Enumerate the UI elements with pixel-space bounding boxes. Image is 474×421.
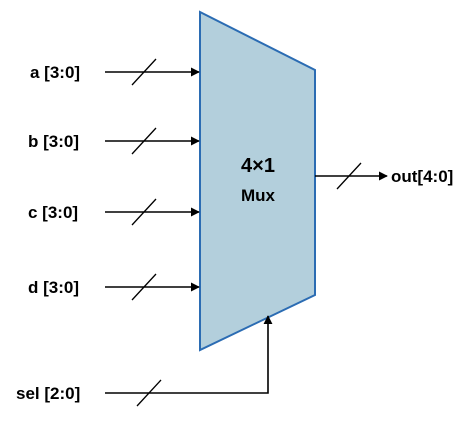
input-c-label: c [3:0] bbox=[28, 203, 78, 222]
mux-block bbox=[199, 10, 316, 352]
input-d-bus-slash bbox=[131, 273, 157, 301]
input-b-label: b [3:0] bbox=[28, 132, 79, 151]
output-label: out[4:0] bbox=[391, 167, 453, 186]
input-c: c [3:0] bbox=[28, 198, 200, 226]
input-d-label: d [3:0] bbox=[28, 278, 79, 297]
mux-title: 4×1 bbox=[241, 155, 275, 177]
input-a-label: a [3:0] bbox=[30, 63, 80, 82]
input-b-bus-slash bbox=[131, 127, 157, 155]
select-bus-slash bbox=[136, 379, 162, 407]
output: out[4:0] bbox=[315, 162, 453, 190]
input-c-bus-slash bbox=[131, 198, 157, 226]
output-bus-slash bbox=[336, 162, 362, 190]
input-d: d [3:0] bbox=[28, 273, 200, 301]
select-input: sel [2:0] bbox=[16, 315, 273, 407]
mux-subtitle: Mux bbox=[241, 186, 276, 205]
select-wire bbox=[105, 315, 273, 394]
input-a: a [3:0] bbox=[30, 58, 200, 86]
input-b: b [3:0] bbox=[28, 127, 200, 155]
input-a-bus-slash bbox=[131, 58, 157, 86]
select-label: sel [2:0] bbox=[16, 384, 80, 403]
